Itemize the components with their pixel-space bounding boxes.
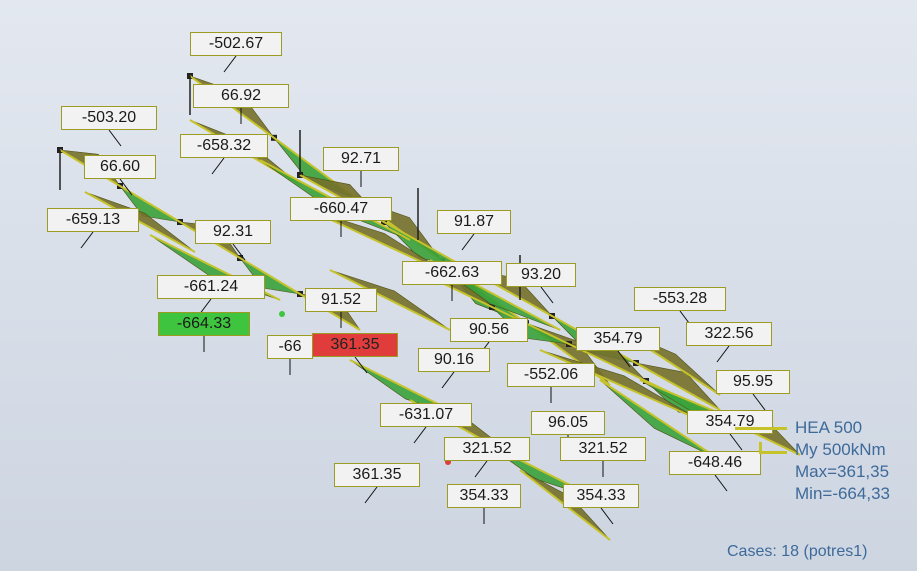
value-label: -553.28 (634, 287, 726, 311)
diagram-swatch-h (759, 451, 787, 454)
value-label: 95.95 (716, 370, 790, 394)
legend-min: Min=-664,33 (795, 484, 890, 503)
leader-line-6 (80, 231, 94, 249)
legend-section: HEA 500 (795, 418, 863, 437)
leader-line-9 (461, 233, 475, 251)
value-label: 354.79 (687, 410, 773, 434)
value-label: 361.35 (334, 463, 420, 487)
value-label: -631.07 (380, 403, 472, 427)
value-label: 66.60 (84, 155, 156, 179)
value-label: 321.52 (444, 437, 530, 461)
max-value-label: 361.35 (312, 333, 398, 357)
member-7 (599, 379, 721, 461)
leader-line-21 (441, 371, 455, 389)
value-label: 91.87 (437, 210, 511, 234)
value-label: -661.24 (157, 275, 265, 299)
value-label: 321.52 (560, 437, 646, 461)
value-label: 90.16 (418, 348, 490, 372)
leader-line-30 (364, 486, 378, 504)
leader-line-23 (752, 393, 766, 411)
leader-line-8 (232, 243, 246, 261)
value-label: 66.92 (193, 84, 289, 108)
min-value-label: -664.33 (158, 312, 250, 336)
value-label: -66 (267, 335, 313, 359)
legend-quantity: My 500kNm (795, 440, 886, 459)
member-6 (539, 349, 701, 421)
leader-line-27 (474, 460, 488, 478)
leader-line-18 (716, 345, 730, 363)
leader-line-29 (714, 474, 728, 492)
value-label: 354.33 (447, 484, 521, 508)
leader-line-2 (108, 129, 122, 147)
value-label: 322.56 (686, 322, 772, 346)
leader-line-24 (413, 426, 427, 444)
value-label: 91.52 (305, 288, 377, 312)
value-label: 354.79 (576, 327, 660, 351)
leader-line-0 (223, 55, 237, 73)
diagram-swatch-v (759, 442, 762, 454)
value-label: -503.20 (61, 106, 157, 130)
value-label: -658.32 (180, 134, 268, 158)
beam-swatch (735, 427, 787, 430)
leader-line-5 (119, 178, 133, 196)
leader-line-17 (617, 350, 631, 368)
load-cases-status: Cases: 18 (potres1) (727, 543, 868, 560)
value-label: 354.33 (563, 484, 639, 508)
value-label: 92.31 (195, 220, 271, 244)
leader-line-3 (211, 157, 225, 175)
leader-line-11 (540, 286, 554, 304)
value-label: -662.63 (402, 261, 502, 285)
member-0 (84, 191, 196, 253)
value-label: -648.46 (669, 451, 761, 475)
leader-line-26 (729, 433, 743, 451)
leader-line-20 (354, 356, 368, 374)
value-label: -660.47 (290, 197, 392, 221)
leader-line-32 (600, 507, 614, 525)
member-8 (329, 269, 451, 331)
value-label: -502.67 (190, 32, 282, 56)
value-label: 96.05 (531, 411, 605, 435)
max-marker (279, 311, 285, 317)
value-label: -659.13 (47, 208, 139, 232)
value-label: 92.71 (323, 147, 399, 171)
value-label: 90.56 (450, 318, 528, 342)
legend-max: Max=361,35 (795, 462, 890, 481)
value-label: -552.06 (507, 363, 595, 387)
value-label: 93.20 (506, 263, 576, 287)
